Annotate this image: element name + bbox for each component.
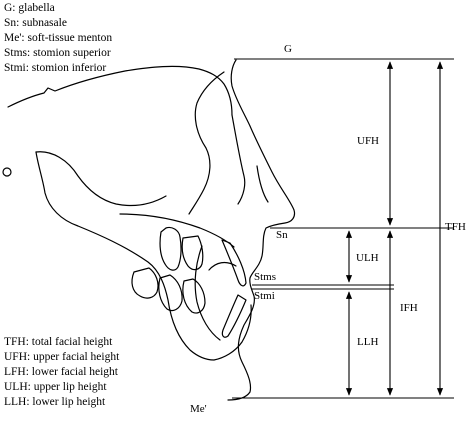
legend-item-menton: Me': soft-tissue menton xyxy=(4,32,113,44)
nasal-bone xyxy=(231,114,246,205)
symphysis-contour xyxy=(194,245,221,341)
label-tfh: TFH xyxy=(445,221,466,233)
legend-item-stomion-superior: Stms: stomion superior xyxy=(4,47,111,59)
label-llh: LLH xyxy=(357,336,378,348)
upper-premolar xyxy=(181,235,204,271)
mandible-outline xyxy=(35,151,252,361)
lower-molar xyxy=(131,267,159,299)
legend-item-glabella: G: glabella xyxy=(4,2,55,14)
upper-molar xyxy=(159,226,182,271)
palate-contour xyxy=(119,213,235,248)
lower-premolar xyxy=(158,274,183,312)
lower-incisor xyxy=(221,294,247,338)
skull-outline xyxy=(7,65,233,116)
legend-item-subnasale: Sn: subnasale xyxy=(4,17,67,29)
legend-item-lfh: LFH: lower facial height xyxy=(4,366,119,378)
legend-item-llh: LLH: lower lip height xyxy=(4,396,106,408)
lower-premolar-2 xyxy=(182,278,206,314)
incisor-root xyxy=(208,261,237,271)
measurement-legend: TFH: total facial height UFH: upper faci… xyxy=(4,335,119,410)
label-ifh: IFH xyxy=(400,302,418,314)
label-ulh: ULH xyxy=(356,252,379,264)
label-glabella: G xyxy=(284,43,292,55)
orbit-contour xyxy=(188,71,225,215)
label-ufh: UFH xyxy=(357,135,379,147)
label-menton: Me' xyxy=(190,403,207,415)
ramus-contour xyxy=(35,151,167,207)
legend-item-tfh: TFH: total facial height xyxy=(4,336,113,348)
label-subnasale: Sn xyxy=(276,229,288,241)
label-stomion-inferior: Stmi xyxy=(254,290,275,302)
ear-marker xyxy=(2,167,12,177)
soft-tissue-profile xyxy=(227,59,296,401)
legend-item-ufh: UFH: upper facial height xyxy=(4,351,120,363)
nose-ala xyxy=(256,165,269,203)
legend-item-stomion-inferior: Stmi: stomion inferior xyxy=(4,62,107,74)
landmark-legend: G: glabella Sn: subnasale Me': soft-tiss… xyxy=(4,1,112,76)
upper-incisor xyxy=(221,239,247,287)
legend-item-ulh: ULH: upper lip height xyxy=(4,381,107,393)
label-stomion-superior: Stms xyxy=(254,271,276,283)
